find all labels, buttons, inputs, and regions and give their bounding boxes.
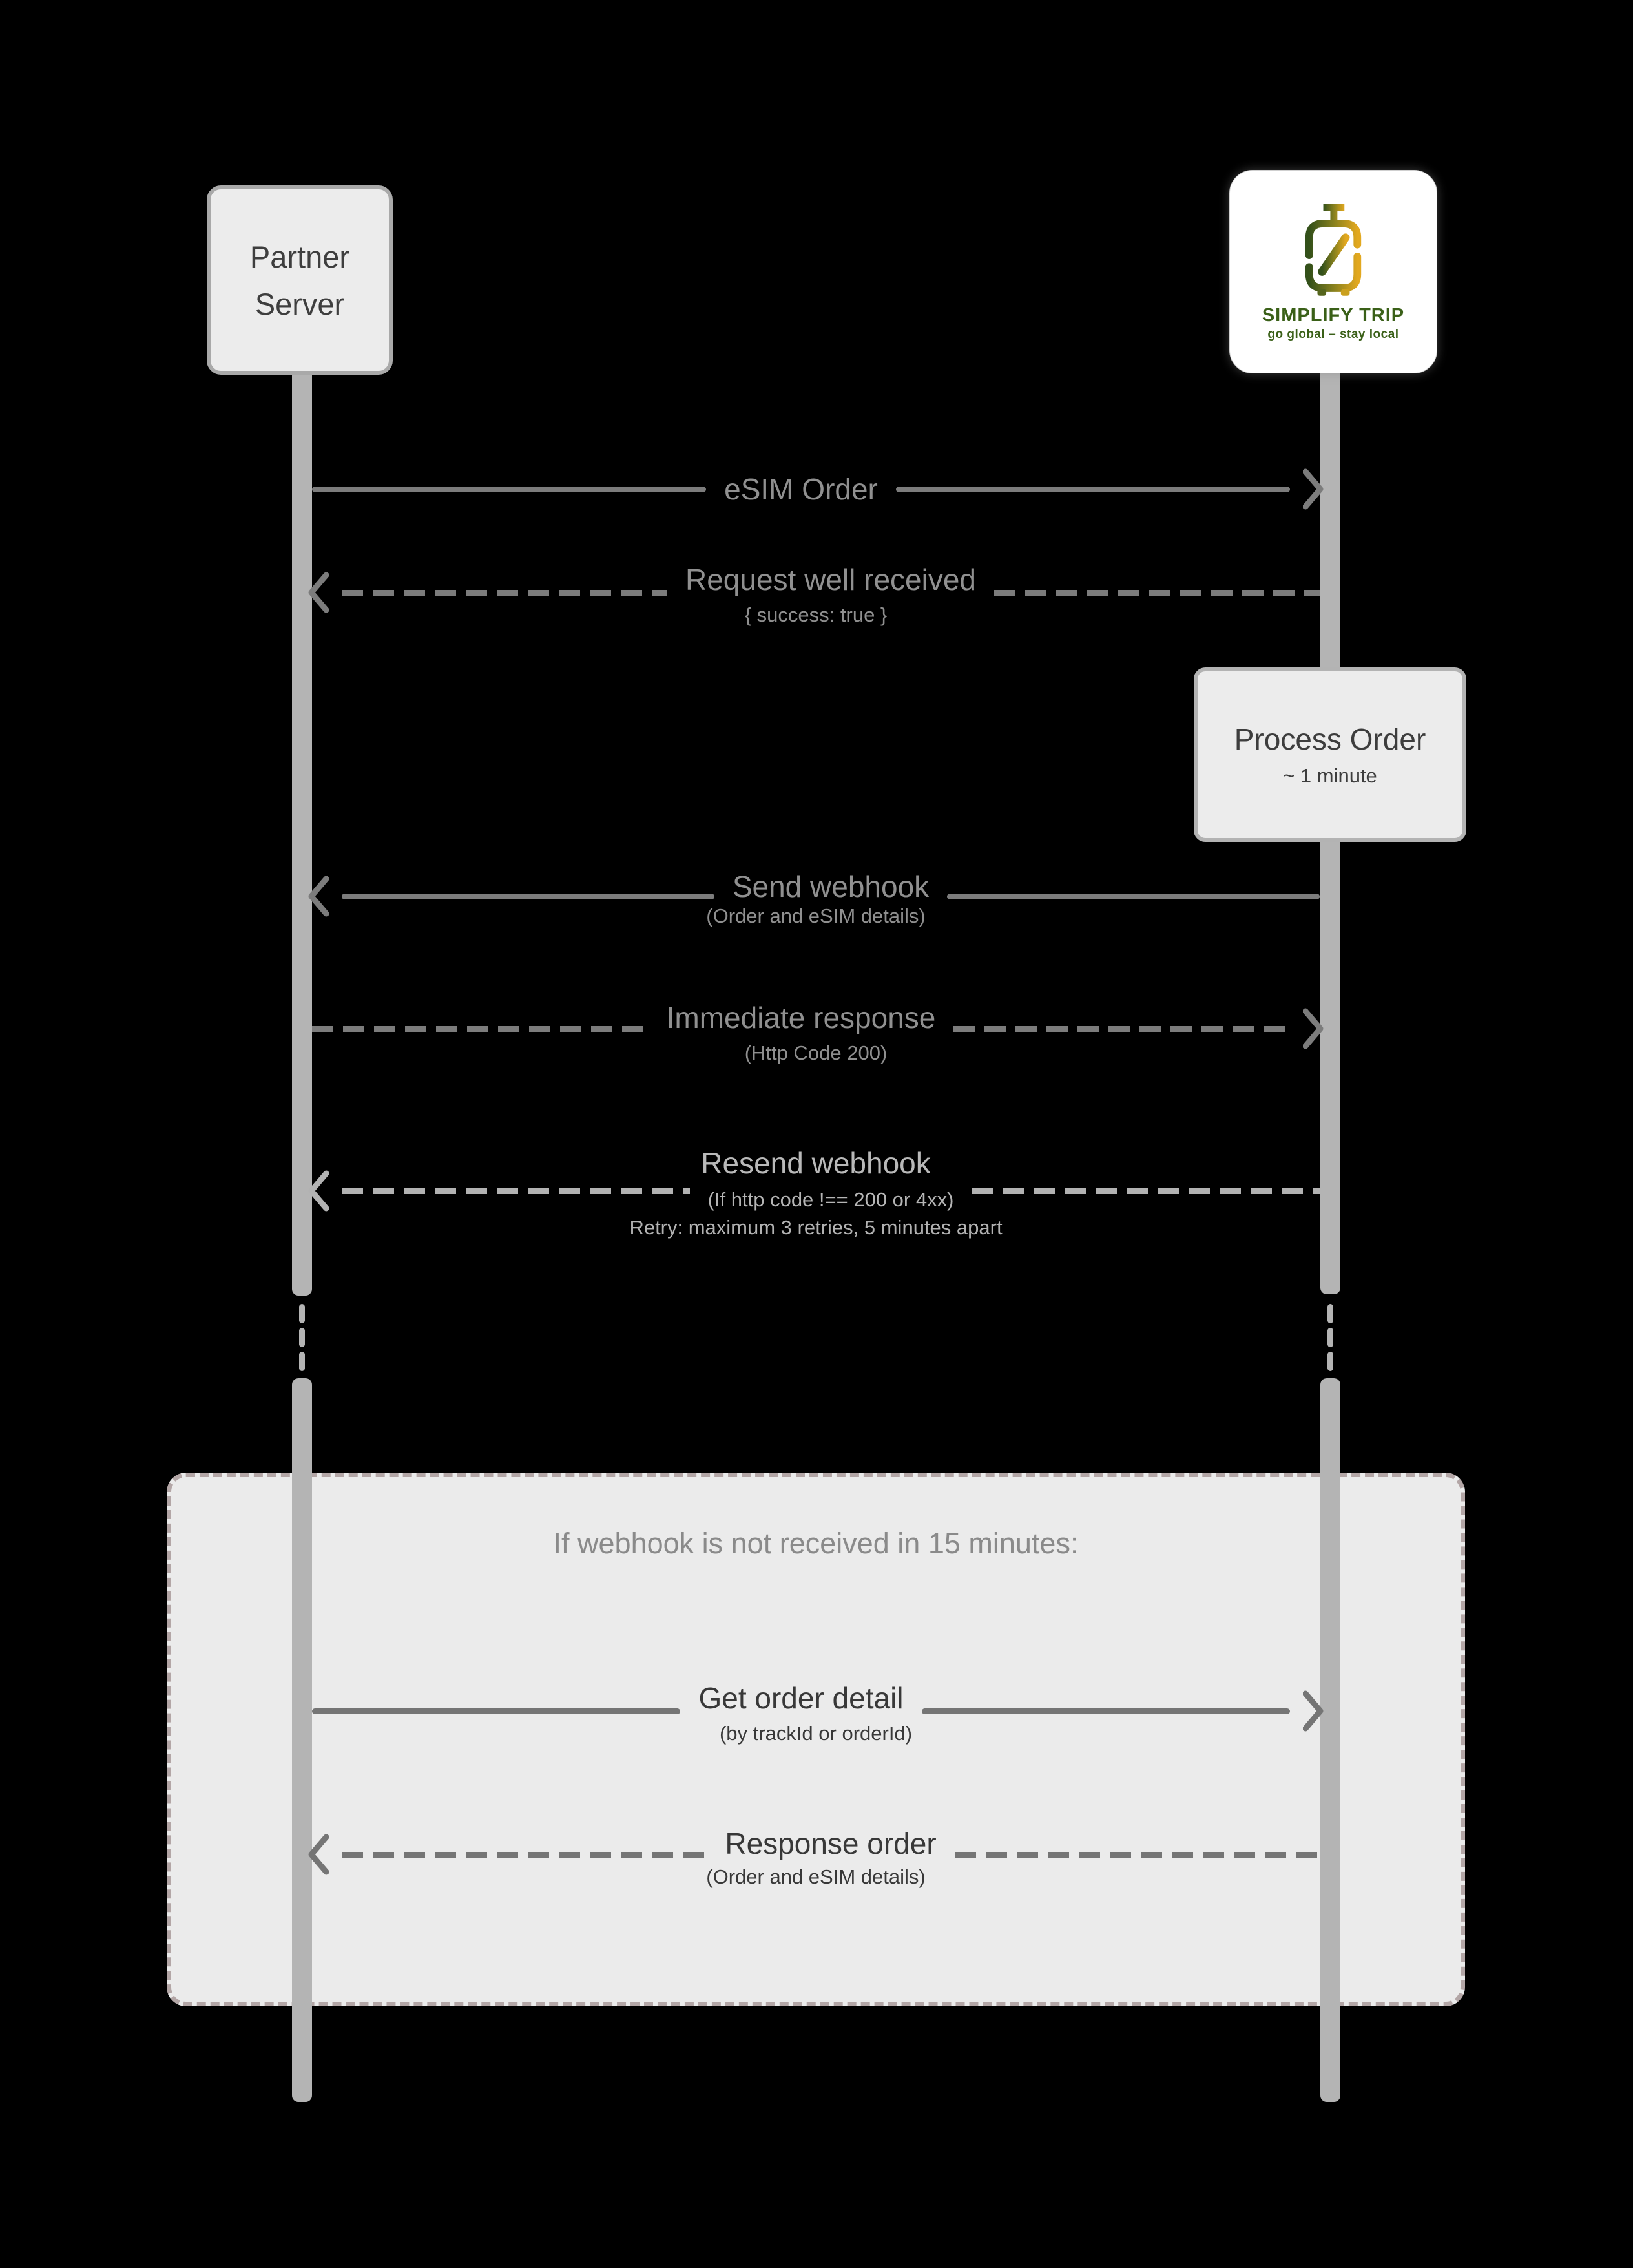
process-order-title: Process Order [1234,722,1426,756]
arrow-line [312,1025,649,1032]
arrow-line [342,1851,707,1858]
message-resend-webhook: (If http code !== 200 or 4xx) [308,1170,1320,1212]
arrow-line [921,1708,1290,1714]
arrow-line [994,589,1320,596]
arrow-line [947,893,1320,899]
left-arrowhead-icon [308,1170,329,1212]
message-title-resend-webhook: Resend webhook [701,1146,931,1180]
message-label: Response order [725,1827,937,1860]
provider-lifeline-break-dash [1327,1304,1333,1323]
message-sublabel: { success: true } [744,604,888,626]
fallback-container [167,1473,1465,2006]
partner-lifeline-upper [292,373,312,1296]
left-arrowhead-icon [308,572,329,613]
fallback-title: If webhook is not received in 15 minutes… [553,1527,1079,1560]
brand-tagline: go global – stay local [1267,327,1399,341]
process-order-box: Process Order ~ 1 minute [1194,667,1466,842]
partner-label-line2: Server [255,286,345,321]
left-arrowhead-icon [308,1834,329,1875]
arrow-line [342,589,667,596]
message-label: Get order detail [698,1681,904,1715]
message-sublabel: (Order and eSIM details) [706,1865,926,1888]
message-retry-note: Retry: maximum 3 retries, 5 minutes apar… [629,1216,1003,1239]
message-label: eSIM Order [724,472,878,506]
message-esim-order: eSIM Order [312,468,1324,510]
partner-label-line1: Partner [249,239,350,274]
message-sublabel: (by trackId or orderId) [719,1722,913,1745]
simplify-trip-actor-box: SIMPLIFY TRIP go global – stay local [1229,170,1437,373]
provider-lifeline-break-dash [1327,1352,1333,1371]
provider-lifeline-break-dash [1327,1328,1333,1347]
arrow-line [342,893,714,899]
arrow-line [312,1708,681,1714]
message-label: Immediate response [666,1001,936,1034]
arrow-line [312,486,707,492]
right-arrowhead-icon [1303,1690,1324,1732]
message-label: Send webhook [732,870,930,903]
simplify-trip-logo-icon [1305,203,1362,296]
process-order-duration: ~ 1 minute [1283,764,1377,787]
message-response-order: Response order [308,1827,1320,1875]
message-sublabel: (Order and eSIM details) [706,905,926,927]
message-request-received: Request well received [308,563,1320,613]
brand-name: SIMPLIFY TRIP [1262,304,1405,326]
message-send-webhook: Send webhook [308,870,1320,917]
arrow-line [342,1188,690,1194]
message-condition: (If http code !== 200 or 4xx) [707,1188,954,1211]
left-arrowhead-icon [308,876,329,917]
provider-lifeline-lower [1320,1378,1340,2102]
right-arrowhead-icon [1303,1008,1324,1049]
right-arrowhead-icon [1303,468,1324,510]
message-sublabel: (Http Code 200) [744,1042,888,1064]
arrow-line [953,1025,1291,1032]
message-get-order-detail: Get order detail [312,1681,1324,1732]
partner-lifeline-break-dash [299,1352,305,1371]
arrow-line [895,486,1291,492]
message-immediate-response: Immediate response [312,1001,1324,1049]
partner-server-actor-box: Partner Server [207,185,393,375]
partner-lifeline-lower [292,1378,312,2102]
partner-lifeline-break-dash [299,1304,305,1323]
partner-lifeline-break-dash [299,1328,305,1347]
arrow-line [954,1851,1320,1858]
arrow-line [972,1188,1320,1194]
message-label: Request well received [685,563,977,596]
